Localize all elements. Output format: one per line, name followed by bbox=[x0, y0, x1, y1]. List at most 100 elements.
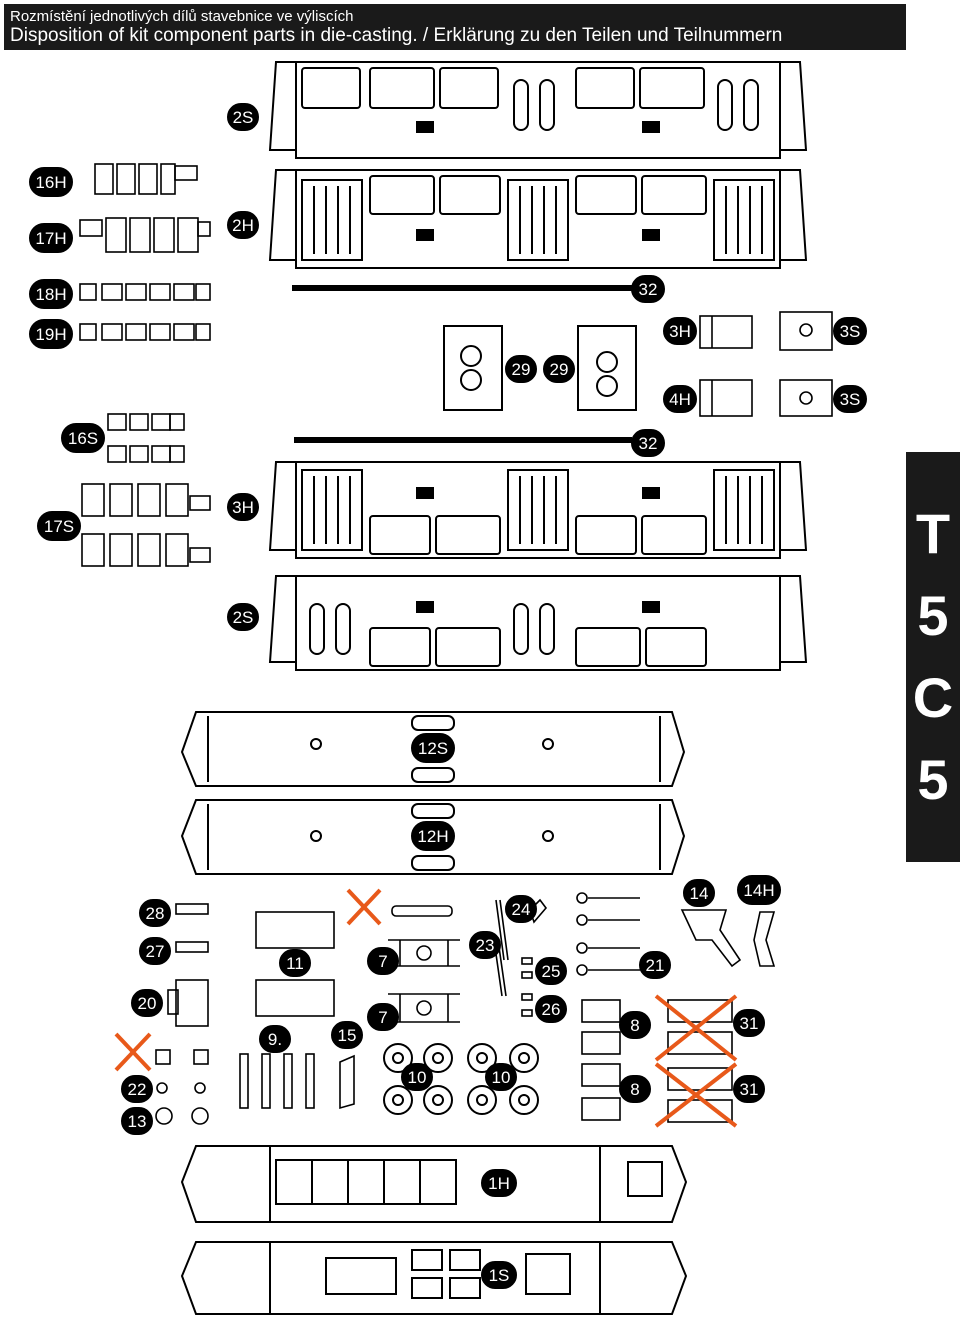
label-11: 11 bbox=[279, 949, 311, 977]
label-32-a: 32 bbox=[631, 275, 665, 303]
parts-16s bbox=[107, 413, 185, 463]
parts-17h bbox=[79, 217, 211, 253]
label-26: 26 bbox=[535, 995, 567, 1023]
label-2s-b: 2S bbox=[227, 603, 259, 631]
label-27: 27 bbox=[139, 937, 171, 965]
svg-text:26: 26 bbox=[542, 1000, 561, 1019]
parts-3h-4h-3s bbox=[699, 311, 833, 417]
label-24: 24 bbox=[505, 895, 537, 923]
svg-text:28: 28 bbox=[146, 904, 165, 923]
label-20: 20 bbox=[131, 989, 163, 1017]
label-7-a: 7 bbox=[367, 947, 399, 975]
svg-text:1H: 1H bbox=[488, 1174, 510, 1193]
floor-plate-12h bbox=[180, 799, 686, 875]
svg-text:2S: 2S bbox=[233, 108, 254, 127]
parts-19h bbox=[79, 323, 211, 341]
label-18h: 18H bbox=[29, 279, 73, 309]
label-1h: 1H bbox=[481, 1169, 517, 1197]
svg-text:22: 22 bbox=[128, 1080, 147, 1099]
svg-text:25: 25 bbox=[542, 962, 561, 981]
label-21: 21 bbox=[639, 951, 671, 979]
body-side-3h bbox=[268, 461, 808, 559]
svg-text:13: 13 bbox=[128, 1112, 147, 1131]
svg-text:1S: 1S bbox=[489, 1266, 510, 1285]
model-letter: 5 bbox=[917, 584, 949, 647]
part-29-right bbox=[577, 325, 637, 411]
label-17h: 17H bbox=[29, 223, 73, 253]
svg-text:4H: 4H bbox=[669, 390, 691, 409]
svg-text:8: 8 bbox=[630, 1016, 639, 1035]
body-side-2s-lower bbox=[268, 575, 808, 671]
label-3s-a: 3S bbox=[833, 317, 867, 345]
header-title-en-de: Disposition of kit component parts in di… bbox=[10, 25, 783, 46]
part-29-left bbox=[443, 325, 503, 411]
wheels-10 bbox=[383, 1043, 539, 1115]
label-3h: 3H bbox=[663, 317, 697, 345]
label-3h-b: 3H bbox=[227, 493, 259, 521]
svg-text:12H: 12H bbox=[417, 827, 448, 846]
label-17s: 17S bbox=[37, 511, 81, 541]
svg-text:14H: 14H bbox=[743, 881, 774, 900]
label-12h: 12H bbox=[411, 821, 455, 851]
svg-text:12S: 12S bbox=[418, 739, 448, 758]
label-29-b: 29 bbox=[543, 355, 575, 383]
label-13: 13 bbox=[121, 1107, 153, 1135]
svg-text:11: 11 bbox=[286, 954, 304, 973]
model-letter: 5 bbox=[917, 748, 949, 811]
svg-text:18H: 18H bbox=[35, 285, 66, 304]
label-22: 22 bbox=[121, 1075, 153, 1103]
label-16h: 16H bbox=[29, 167, 73, 197]
page-header: Rozmístění jednotlivých dílů stavebnice … bbox=[4, 4, 906, 50]
label-23: 23 bbox=[469, 931, 501, 959]
svg-text:29: 29 bbox=[550, 360, 569, 379]
svg-text:24: 24 bbox=[512, 900, 531, 919]
svg-text:10: 10 bbox=[492, 1068, 511, 1087]
svg-text:7: 7 bbox=[378, 1008, 387, 1027]
svg-text:19H: 19H bbox=[35, 325, 66, 344]
label-2s-top: 2S bbox=[227, 103, 259, 131]
parts-17s bbox=[81, 483, 211, 567]
label-28: 28 bbox=[139, 899, 171, 927]
svg-text:21: 21 bbox=[646, 956, 665, 975]
label-31-a: 31 bbox=[733, 1009, 765, 1037]
svg-text:23: 23 bbox=[476, 936, 495, 955]
svg-text:17S: 17S bbox=[44, 517, 74, 536]
svg-text:3S: 3S bbox=[840, 322, 861, 341]
label-7-b: 7 bbox=[367, 1003, 399, 1031]
header-title-czech: Rozmístění jednotlivých dílů stavebnice … bbox=[10, 8, 354, 25]
label-12s: 12S bbox=[411, 733, 455, 763]
label-15: 15 bbox=[331, 1021, 363, 1049]
svg-text:29: 29 bbox=[512, 360, 531, 379]
svg-text:9.: 9. bbox=[268, 1030, 282, 1049]
label-29-a: 29 bbox=[505, 355, 537, 383]
label-14h: 14H bbox=[737, 875, 781, 905]
label-25: 25 bbox=[535, 957, 567, 985]
label-9: 9. bbox=[259, 1025, 291, 1053]
label-8-b: 8 bbox=[619, 1075, 651, 1103]
roof-1s bbox=[180, 1241, 688, 1315]
label-8-a: 8 bbox=[619, 1011, 651, 1039]
label-2h: 2H bbox=[227, 211, 259, 239]
svg-text:8: 8 bbox=[630, 1080, 639, 1099]
parts-18h bbox=[79, 283, 211, 301]
svg-text:32: 32 bbox=[639, 434, 658, 453]
svg-text:15: 15 bbox=[338, 1026, 357, 1045]
parts-cluster bbox=[155, 892, 776, 1125]
svg-text:16S: 16S bbox=[68, 429, 98, 448]
label-31-b: 31 bbox=[733, 1075, 765, 1103]
svg-text:2H: 2H bbox=[232, 216, 254, 235]
label-32-b: 32 bbox=[631, 429, 665, 457]
svg-text:20: 20 bbox=[138, 994, 157, 1013]
label-4h: 4H bbox=[663, 385, 697, 413]
svg-text:32: 32 bbox=[639, 280, 658, 299]
svg-text:7: 7 bbox=[378, 952, 387, 971]
floor-plate-12s bbox=[180, 711, 686, 787]
label-10-a: 10 bbox=[401, 1063, 433, 1091]
label-19h: 19H bbox=[29, 319, 73, 349]
svg-text:3S: 3S bbox=[840, 390, 861, 409]
svg-text:17H: 17H bbox=[35, 229, 66, 248]
parts-16h bbox=[94, 163, 198, 195]
label-1s: 1S bbox=[481, 1261, 517, 1289]
label-16s: 16S bbox=[61, 423, 105, 453]
svg-text:10: 10 bbox=[408, 1068, 427, 1087]
